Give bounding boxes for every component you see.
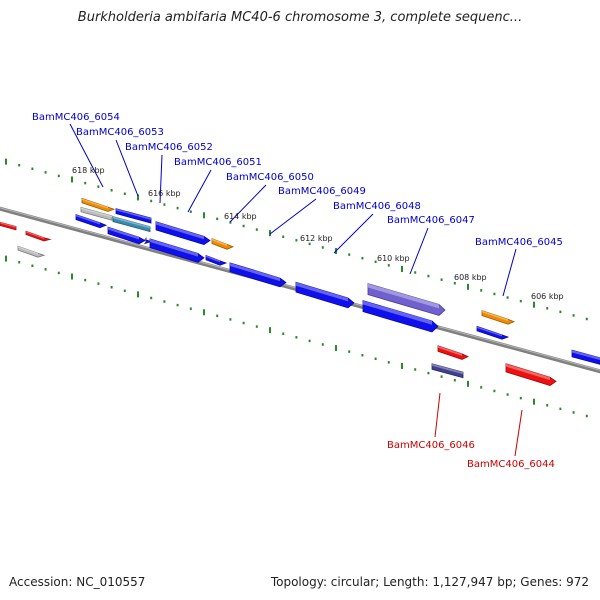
gene-label-forward: BamMC406_6052	[125, 142, 213, 153]
gene-label-forward: BamMC406_6054	[32, 112, 120, 123]
scale-label: 612 kbp	[300, 234, 333, 243]
gene-labels: BamMC406_6054BamMC406_6053BamMC406_6052B…	[32, 112, 563, 470]
leader-line	[333, 213, 374, 254]
gene-arrow-highlight	[18, 246, 38, 255]
gene-arrow-highlight	[230, 262, 280, 282]
gene-arrow-highlight	[82, 198, 108, 209]
gene-arrow-highlight	[156, 221, 204, 240]
leader-line	[159, 154, 163, 204]
gene-label-reverse: BamMC406_6044	[467, 459, 555, 470]
leader-line	[434, 392, 441, 438]
gene-label-forward: BamMC406_6051	[174, 157, 262, 168]
leader-line	[115, 139, 139, 197]
leader-line	[229, 184, 267, 223]
gene-arrow-highlight	[150, 238, 198, 257]
gene-label-forward: BamMC406_6048	[333, 201, 421, 212]
gene-arrow-highlight	[26, 231, 44, 239]
scale-label: 610 kbp	[377, 254, 410, 263]
gene-arrow-highlight	[296, 282, 348, 302]
gene-arrow-highlight	[368, 283, 439, 309]
scale-label: 616 kbp	[148, 189, 181, 198]
gene-label-forward: BamMC406_6045	[475, 237, 563, 248]
gene-arrow-highlight	[363, 300, 432, 325]
gene-label-forward: BamMC406_6049	[278, 186, 366, 197]
topology-text: Topology: circular; Length: 1,127,947 bp…	[270, 575, 589, 589]
gene-features	[0, 197, 600, 386]
gene-arrow-highlight	[572, 350, 600, 361]
inner-tick-track	[5, 255, 588, 418]
scale-label: 618 kbp	[72, 166, 105, 175]
gene-label-forward: BamMC406_6047	[387, 215, 475, 226]
label-leader-lines	[69, 123, 523, 457]
gene-arrow-highlight	[477, 326, 502, 337]
leader-line	[409, 227, 429, 275]
gene-arrow-highlight	[438, 345, 462, 356]
gene-arrow-highlight	[482, 310, 508, 322]
gene-arrow-highlight	[206, 255, 220, 263]
gene-label-forward: BamMC406_6053	[76, 127, 164, 138]
gene-arrow-highlight	[113, 216, 150, 229]
scale-label: 614 kbp	[224, 212, 257, 221]
gene-arrow-highlight	[432, 363, 463, 375]
accession-text: Accession: NC_010557	[9, 575, 146, 589]
leader-line	[502, 248, 517, 297]
gene-arrow-highlight	[212, 238, 227, 247]
scale-labels: 618 kbp 616 kbp 614 kbp 612 kbp 610 kbp 608 k…	[72, 166, 564, 301]
scale-label: 606 kbp	[531, 292, 564, 301]
outer-tick-track	[5, 158, 588, 321]
gene-label-reverse: BamMC406_6046	[387, 440, 475, 451]
leader-line	[187, 169, 212, 213]
gene-arrow-highlight	[506, 363, 550, 381]
leader-line	[514, 409, 523, 457]
gene-arrow-highlight	[116, 208, 151, 220]
gene-arrow-highlight	[0, 222, 16, 228]
gene-arrow-highlight	[145, 238, 146, 241]
gene-arrow-highlight	[81, 207, 112, 218]
gene-arrow-highlight	[76, 214, 100, 225]
map-title: Burkholderia ambifaria MC40-6 chromosome…	[77, 10, 523, 25]
leader-line	[269, 198, 317, 235]
gene-label-forward: BamMC406_6050	[226, 172, 314, 183]
scale-label: 608 kbp	[454, 273, 487, 282]
leader-line	[69, 123, 104, 188]
gene-arrow-highlight	[108, 227, 139, 240]
